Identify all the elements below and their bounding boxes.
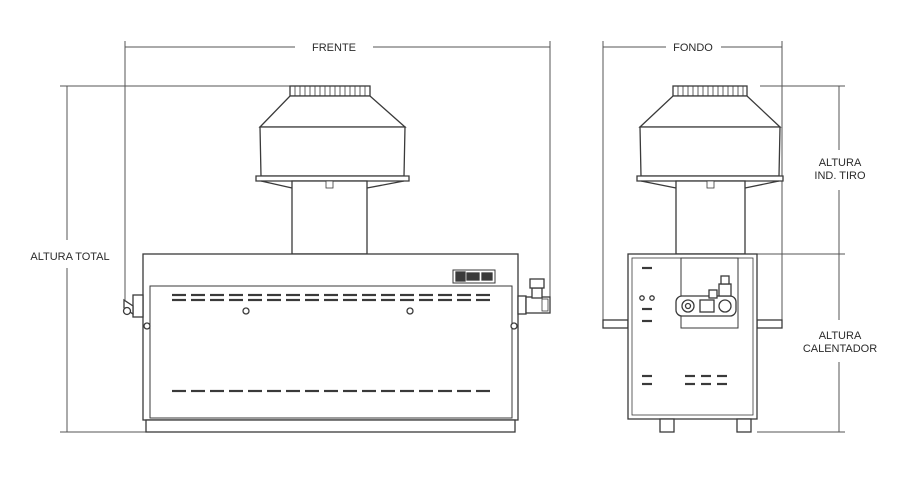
side-slots (642, 266, 727, 386)
draft-hood-front (255, 85, 410, 255)
front-view: FRENTE ALTURA TOTAL (30, 41, 551, 433)
heater-height-label-line1: ALTURA (819, 330, 862, 342)
front-label: FRENTE (312, 42, 356, 54)
heater-cabinet-front (142, 253, 519, 433)
heater-cabinet-side (602, 253, 783, 433)
side-height-dimensions (757, 85, 845, 433)
heater-height-label-line2: CALENTADOR (803, 343, 877, 355)
left-drain-valve (122, 294, 144, 318)
draft-height-label-line2: IND. TIRO (814, 170, 866, 182)
draft-hood-side (636, 85, 784, 255)
total-height-label: ALTURA TOTAL (30, 251, 109, 263)
gas-valve-assembly (675, 275, 737, 317)
upper-vents (172, 293, 490, 302)
front-width-dimension (124, 41, 551, 300)
right-relief-valve (517, 278, 551, 315)
side-view: FONDO ALTURA IND. TIRO ALTURA CALENTADOR (602, 41, 877, 433)
total-height-dimension (60, 85, 290, 433)
draft-height-label-line1: ALTURA (819, 157, 862, 169)
back-label: FONDO (673, 42, 713, 54)
